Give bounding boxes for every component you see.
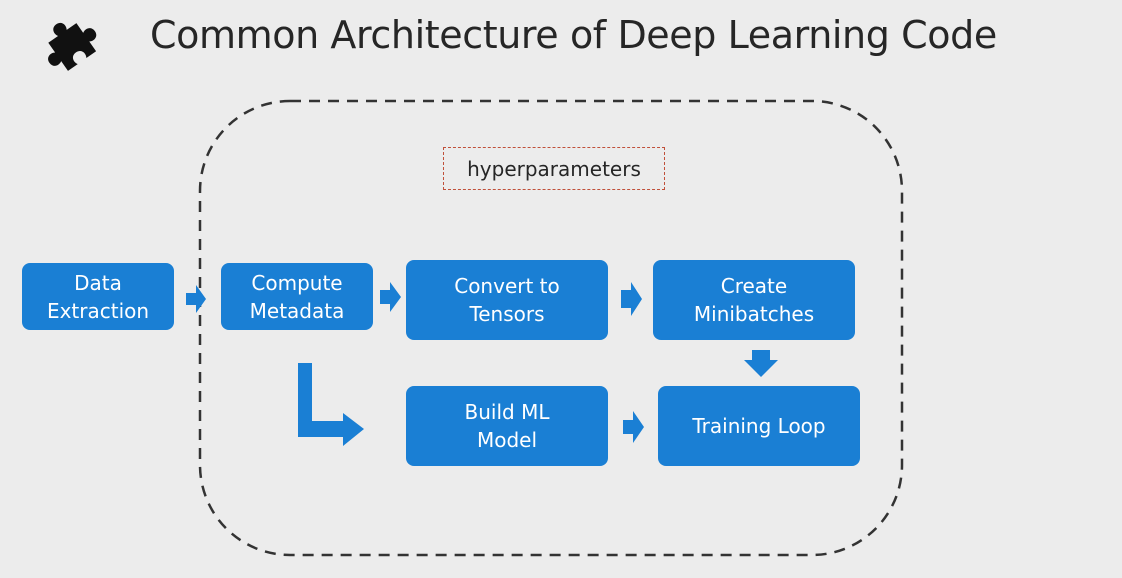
page-title: Common Architecture of Deep Learning Cod… [150,13,997,57]
step-convert-to-tensors: Convert to Tensors [406,260,608,340]
puzzle-piece-icon [48,22,97,71]
arrow-right-icon [186,285,206,313]
step-build-ml-model: Build ML Model [406,386,608,466]
arrow-down-icon [744,350,778,377]
step-create-minibatches: Create Minibatches [653,260,855,340]
step-compute-metadata: Compute Metadata [221,263,373,330]
arrow-right-icon [623,411,644,443]
arrow-l-shaped-icon [298,363,364,446]
arrow-right-icon [621,282,642,316]
step-training-loop: Training Loop [658,386,860,466]
hyperparameters-box: hyperparameters [443,147,665,190]
arrow-right-icon [380,282,401,312]
step-data-extraction: Data Extraction [22,263,174,330]
